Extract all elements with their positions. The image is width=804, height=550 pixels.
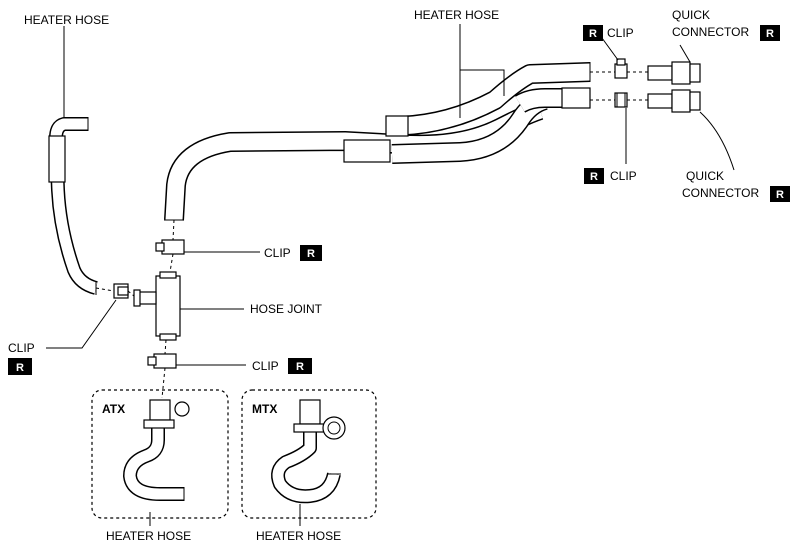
svg-text:R: R [307, 248, 315, 260]
badge-clip-top-right: R [583, 25, 603, 41]
lower-right-clip [614, 92, 628, 108]
label-clip-right-lower: CLIP [610, 169, 637, 183]
label-heater-hose-left: HEATER HOSE [24, 13, 109, 27]
svg-text:R: R [776, 189, 784, 201]
label-heater-hose-atx: HEATER HOSE [106, 529, 191, 543]
label-clip-top-right: CLIP [607, 26, 634, 40]
label-atx: ATX [102, 402, 125, 416]
label-hose-joint: HOSE JOINT [250, 302, 323, 316]
bottom-quick-connector [647, 89, 701, 113]
main-heater-hose [164, 62, 591, 221]
badge-clip-left: R [8, 358, 32, 375]
badge-clip-center-upper: R [300, 245, 322, 261]
label-clip-center-upper: CLIP [264, 246, 291, 260]
label-heater-hose-top: HEATER HOSE [414, 8, 499, 22]
svg-text:R: R [16, 362, 24, 374]
leader-lines [46, 24, 735, 526]
badge-quick-connector-top: R [760, 25, 780, 41]
svg-text:R: R [766, 28, 774, 40]
top-right-clip [614, 58, 628, 79]
label-quick-connector-top-1: QUICK [672, 8, 710, 22]
lower-center-clip [147, 353, 177, 369]
label-quick-connector-bottom-1: QUICK [686, 169, 724, 183]
top-quick-connector [647, 61, 701, 85]
label-heater-hose-mtx: HEATER HOSE [256, 529, 341, 543]
left-heater-hose [48, 117, 98, 295]
svg-text:R: R [590, 171, 598, 183]
left-clip [113, 283, 129, 299]
upper-center-clip [155, 239, 185, 255]
label-mtx: MTX [252, 402, 277, 416]
svg-text:R: R [296, 361, 304, 373]
atx-box [91, 389, 229, 519]
label-clip-left: CLIP [8, 341, 35, 355]
label-clip-center-lower: CLIP [252, 359, 279, 373]
svg-text:R: R [589, 28, 597, 40]
hose-joint [133, 271, 181, 341]
label-quick-connector-bottom-2: CONNECTOR [682, 186, 759, 200]
mtx-box [241, 389, 377, 519]
badge-clip-center-lower: R [288, 358, 312, 374]
label-quick-connector-top-2: CONNECTOR [672, 25, 749, 39]
badge-clip-right-lower: R [584, 168, 604, 184]
badge-quick-connector-bottom: R [770, 186, 790, 202]
